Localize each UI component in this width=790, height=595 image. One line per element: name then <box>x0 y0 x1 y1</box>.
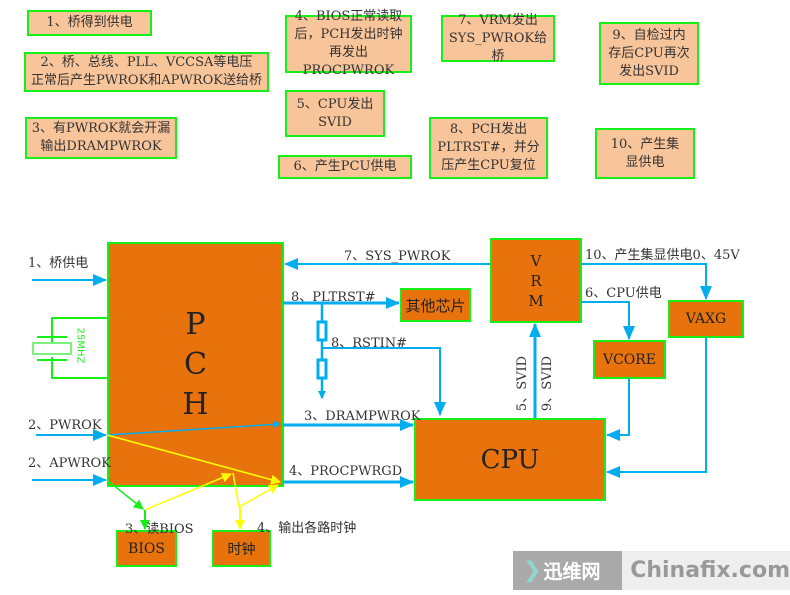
note-3: 3、有PWROK就会开漏 输出DRAMPWROK <box>25 117 177 159</box>
rstin-label: 8、RSTIN# <box>331 336 408 351</box>
igpu-power-line <box>581 263 712 300</box>
vrm-letter: M <box>528 291 544 310</box>
other-chips-block: 其他芯片 <box>400 288 471 322</box>
pltrst-label: 8、PLTRST# <box>291 290 376 305</box>
cpu-power-line <box>581 301 635 340</box>
pch-letter: P <box>185 306 206 342</box>
svid9-label: 9、SVID <box>540 355 556 412</box>
vrm-letter: V <box>530 251 542 270</box>
clock-block: 时钟 <box>212 530 271 567</box>
pch-letter: H <box>182 386 209 422</box>
pwrok-procpwrgd-flow <box>106 434 281 485</box>
resistor-icon <box>316 358 328 380</box>
bridge-power-label: 1、桥供电 <box>28 256 89 271</box>
vaxg-block: VAXG <box>668 300 744 338</box>
apwrok-label: 2、APWROK <box>28 456 111 471</box>
watermark-cn: 迅维网 <box>543 561 601 583</box>
igpu-power-label: 10、产生集显供电0、45V <box>585 248 740 263</box>
pwrok-internal-line <box>106 420 281 436</box>
cpu-power-label: 6、CPU供电 <box>585 286 662 301</box>
vcore-to-cpu-line <box>606 378 630 441</box>
bios-flow <box>144 472 232 511</box>
pwrok-label: 2、PWROK <box>28 418 102 433</box>
apwrok-bios-flow <box>106 479 144 510</box>
svid5-label: 5、SVID <box>515 355 531 412</box>
note-9: 9、自检过内 存后CPU再次 发出SVID <box>599 22 699 85</box>
note-7: 7、VRM发出 SYS_PWROK给桥 <box>441 13 555 64</box>
pch-block: P C H <box>107 242 284 487</box>
drampwrok-label: 3、DRAMPWROK <box>304 409 421 424</box>
bios-block: BIOS <box>116 530 177 567</box>
pch-letter: C <box>184 346 207 382</box>
cpu-block: CPU <box>414 418 606 501</box>
watermark-logo: ❯ 迅维网 <box>513 551 623 590</box>
resistor-icon <box>316 320 328 342</box>
note-1: 1、桥得到供电 <box>27 10 152 36</box>
rstin-line <box>322 347 446 416</box>
watermark: ❯ 迅维网 Chinafix.com <box>513 551 790 590</box>
procpwrgd-label: 4、PROCPWRGD <box>289 464 403 479</box>
vrm-letter: R <box>530 271 542 290</box>
note-2: 2、桥、总线、PLL、VCCSA等电压 正常后产生PWROK和APWROK送给桥 <box>24 52 269 92</box>
note-8: 8、PCH发出 PLTRST#，并分 压产生CPU复位 <box>429 117 548 179</box>
sys-pwrok-label: 7、SYS_PWROK <box>344 249 451 264</box>
output-clocks-label: 4、输出各路时钟 <box>257 521 357 536</box>
crystal-icon <box>32 342 72 355</box>
vaxg-to-cpu-line <box>606 337 707 478</box>
clock-procpwrgd-flow <box>238 484 279 508</box>
note-10: 10、产生集 显供电 <box>595 128 695 179</box>
crystal-label: 25MHZ <box>74 327 86 364</box>
note-5: 5、CPU发出 SVID <box>285 90 385 137</box>
read-bios-label: 3、读BIOS <box>125 522 194 537</box>
clock-flow <box>232 472 240 508</box>
watermark-en: Chinafix.com <box>622 551 790 590</box>
note-6: 6、产生PCU供电 <box>278 155 412 179</box>
vrm-block: V R M <box>490 238 582 323</box>
chevron-right-icon: ❯ <box>523 558 542 583</box>
crystal-wire <box>51 357 107 379</box>
crystal-wire <box>51 317 107 342</box>
